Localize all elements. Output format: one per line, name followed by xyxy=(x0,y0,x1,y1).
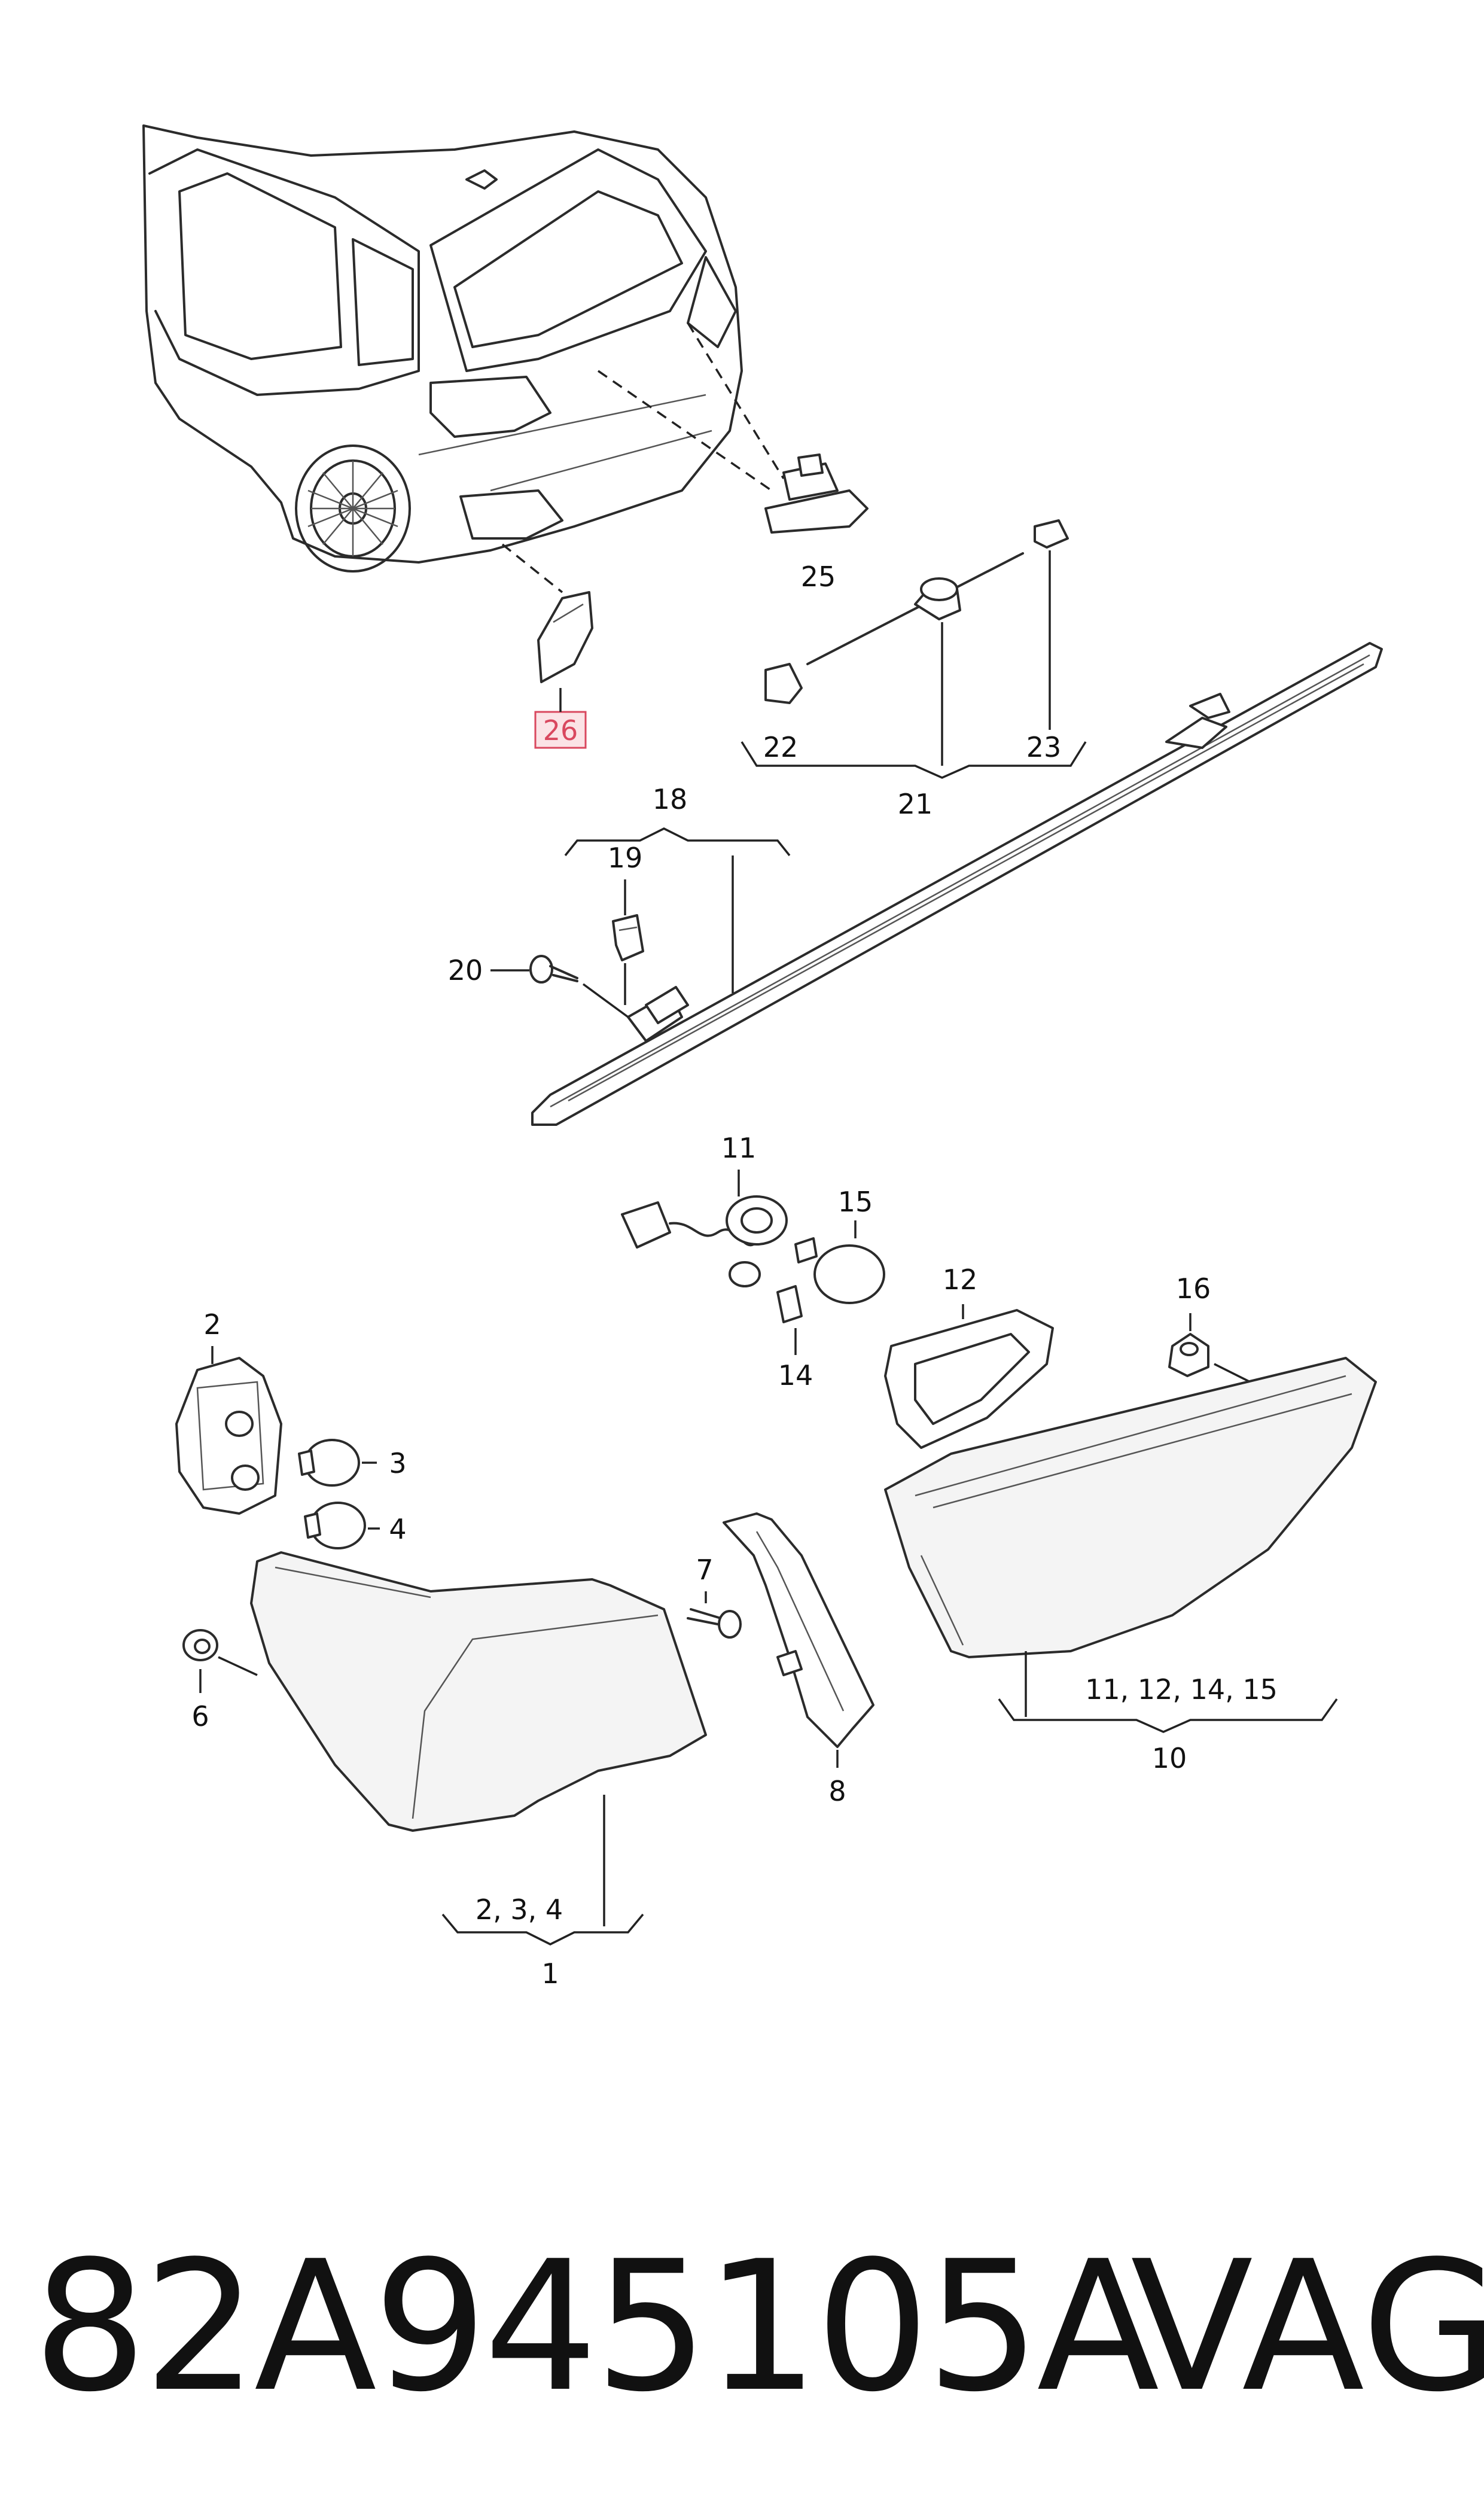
label-20: 20 xyxy=(448,954,483,987)
bracket-21 xyxy=(741,741,1087,779)
part-16-nut xyxy=(1168,1333,1209,1377)
part-7-screw xyxy=(687,1608,742,1639)
bracket-1 xyxy=(441,1913,644,1945)
label-23: 23 xyxy=(1026,731,1062,763)
leader-20b xyxy=(582,983,629,1018)
car-outline xyxy=(142,124,743,573)
label-group-10: 11, 12, 14, 15 xyxy=(1085,1673,1278,1706)
leader-6b xyxy=(218,1656,258,1676)
label-7: 7 xyxy=(696,1554,713,1586)
leader-car-to-25a xyxy=(598,370,772,492)
brand-text: VAG xyxy=(1130,2222,1484,2431)
part-3-bulb xyxy=(298,1439,360,1487)
part-6-grommet xyxy=(182,1629,218,1661)
label-18: 18 xyxy=(653,783,688,815)
part-8-trim-bracket xyxy=(723,1512,874,1748)
bracket-18 xyxy=(564,827,791,857)
part-19-clip xyxy=(612,914,644,961)
part-4-bulb xyxy=(304,1502,366,1549)
label-21: 21 xyxy=(898,788,933,820)
part-10-inner-tail-light xyxy=(884,1357,1377,1658)
part-number-text: 82A945105A xyxy=(33,2222,1159,2431)
bracket-10 xyxy=(998,1698,1338,1733)
leader-car-to-25b xyxy=(687,322,785,479)
part-20-screw xyxy=(529,955,578,984)
part-26-cover xyxy=(537,591,593,683)
part-18-light-strip xyxy=(531,642,1383,1126)
part-1-outer-tail-light xyxy=(250,1551,707,1832)
part-21-cable-set xyxy=(764,519,1069,704)
part-11-bulb-holder xyxy=(621,1195,788,1287)
label-15: 15 xyxy=(838,1186,873,1218)
label-11: 11 xyxy=(721,1132,757,1164)
label-4: 4 xyxy=(389,1513,406,1545)
leader-car-to-26 xyxy=(501,543,563,593)
part-25-plate-light xyxy=(764,453,869,534)
label-10: 10 xyxy=(1152,1742,1187,1774)
label-8: 8 xyxy=(828,1775,846,1807)
label-16: 16 xyxy=(1176,1272,1211,1305)
highlight-box-26 xyxy=(534,711,587,749)
label-2: 2 xyxy=(203,1308,221,1341)
label-6: 6 xyxy=(191,1700,209,1733)
label-26: 26 xyxy=(543,714,578,747)
label-19: 19 xyxy=(608,842,643,874)
label-group-1: 2, 3, 4 xyxy=(476,1893,563,1926)
label-14: 14 xyxy=(778,1359,813,1392)
label-25: 25 xyxy=(801,561,836,593)
label-1: 1 xyxy=(541,1957,559,1990)
leader-16b xyxy=(1214,1363,1251,1383)
part-12-gasket xyxy=(884,1309,1054,1449)
part-2-bulb-carrier xyxy=(175,1357,282,1515)
part-14-small-bulb xyxy=(776,1285,803,1323)
part-15-bulb xyxy=(794,1237,885,1304)
label-22: 22 xyxy=(763,731,799,763)
label-3: 3 xyxy=(389,1447,406,1479)
label-12: 12 xyxy=(943,1263,978,1296)
